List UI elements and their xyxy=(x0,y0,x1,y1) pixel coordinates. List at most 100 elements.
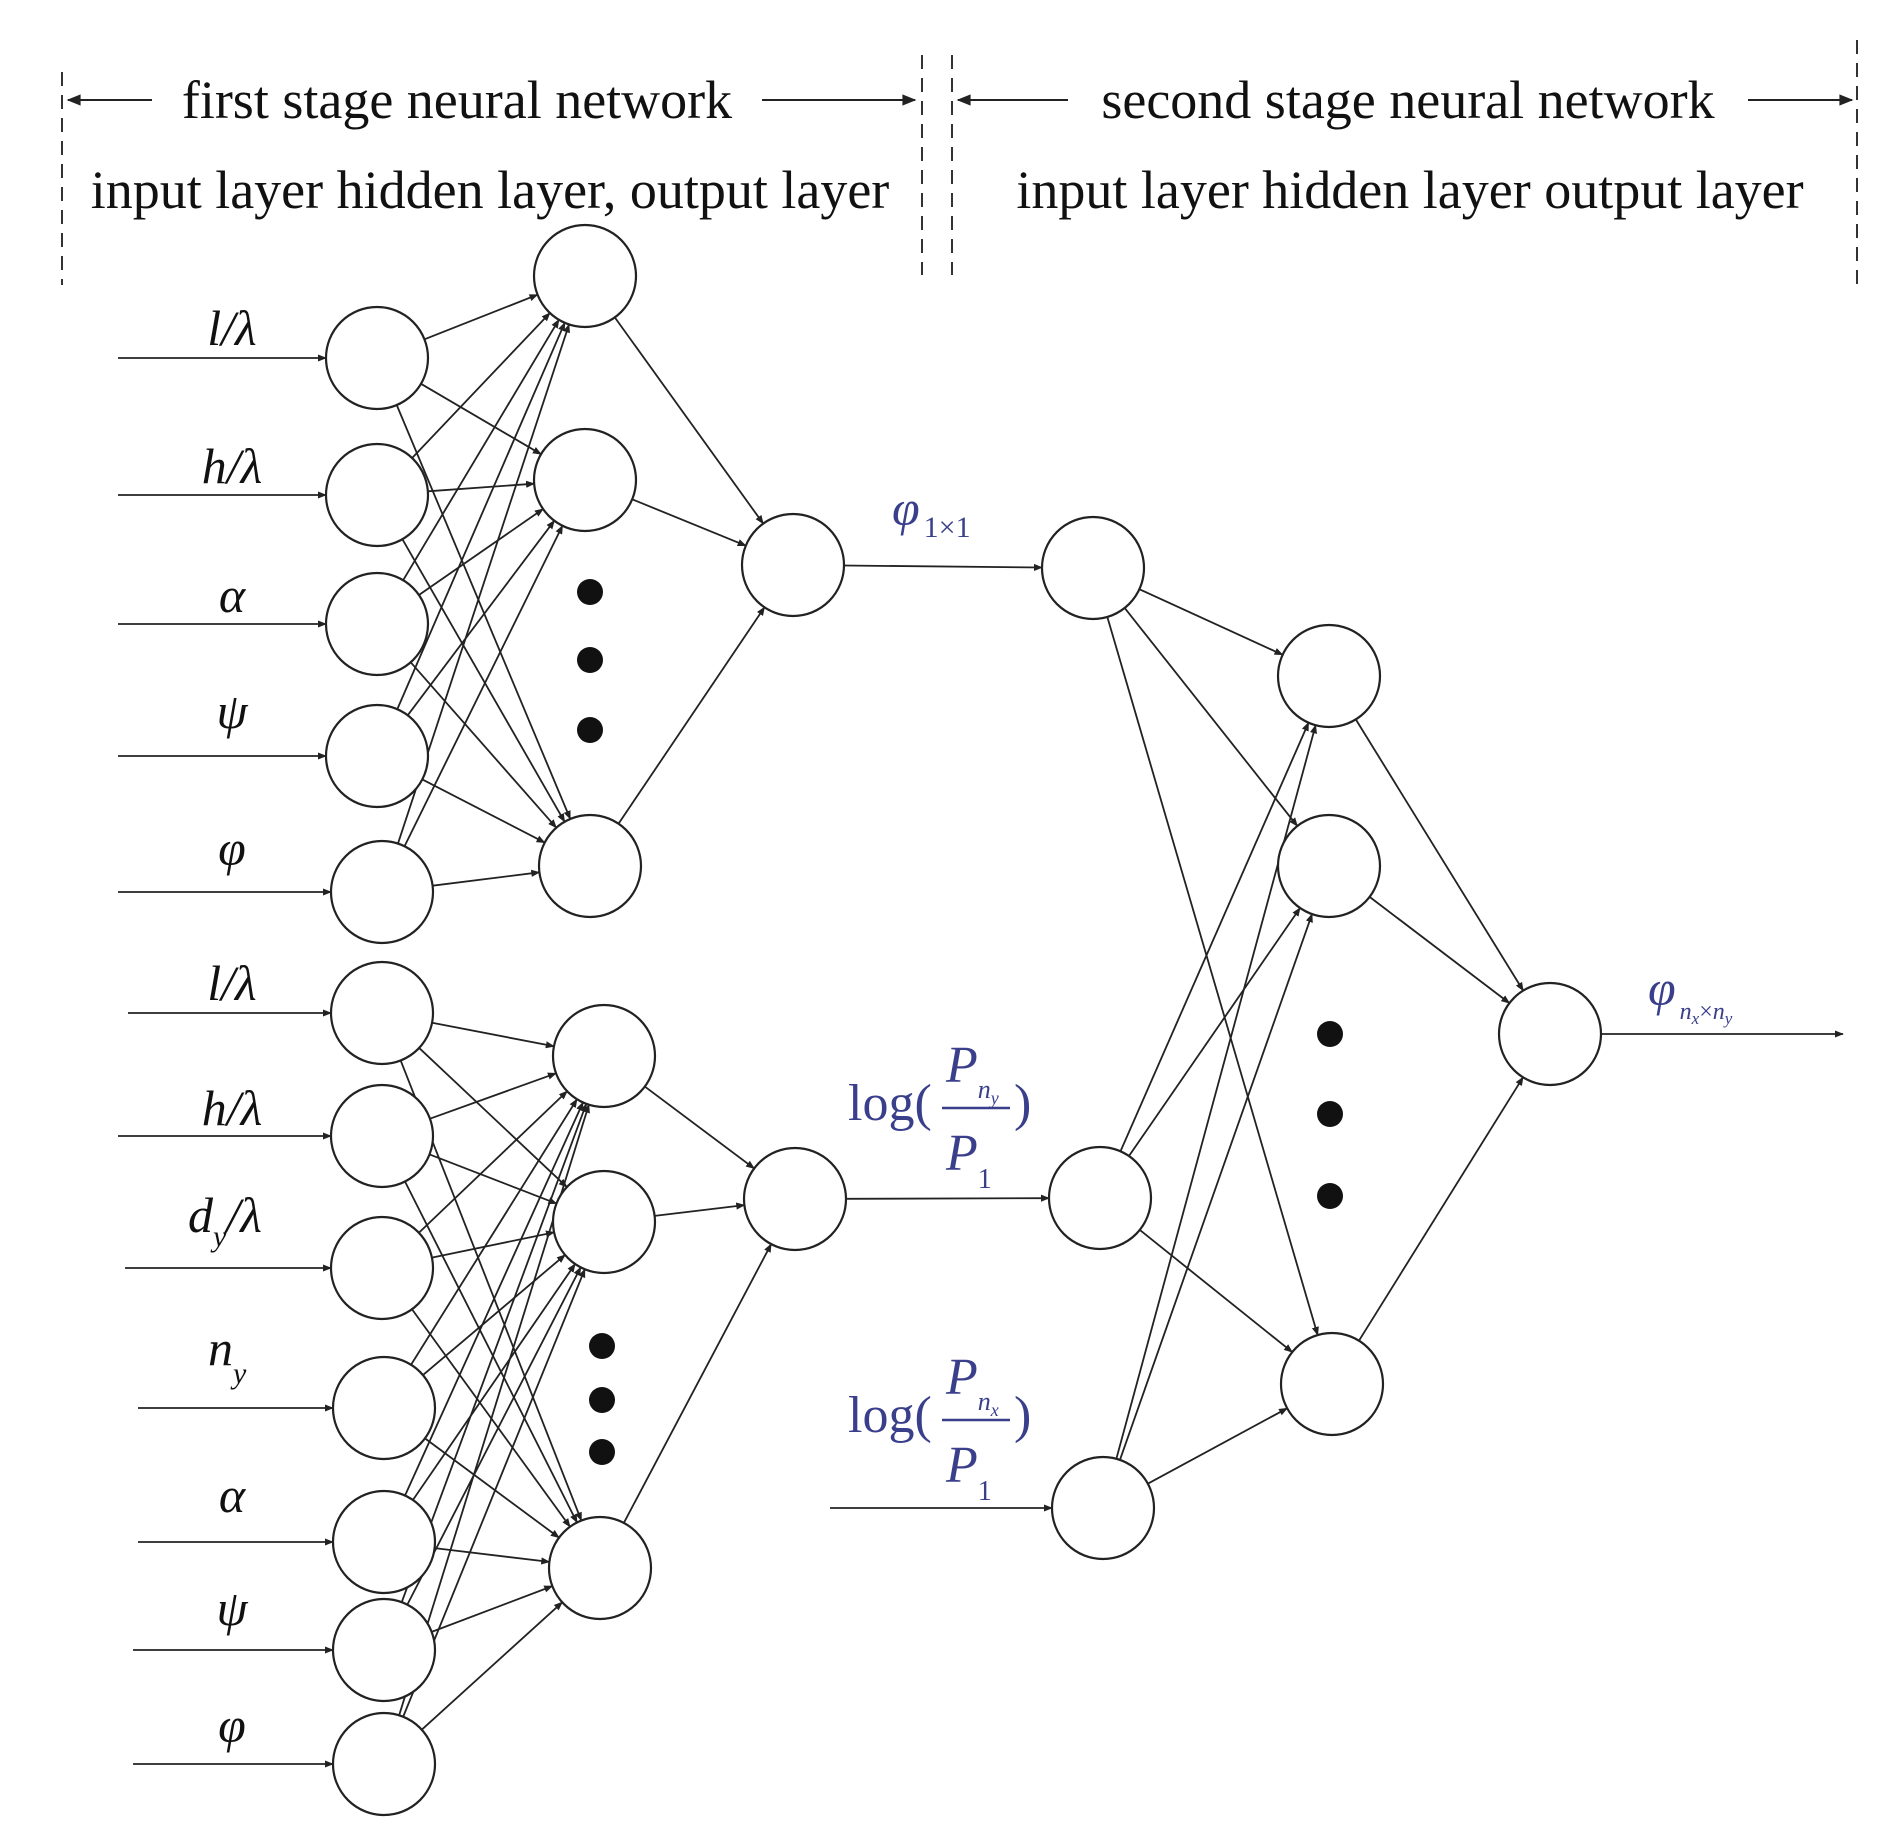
log-pny-num: Pny xyxy=(945,1037,999,1108)
edge-n2-in-hid-5-1 xyxy=(406,1266,582,1606)
node-s2-hidden-2 xyxy=(1279,1331,1385,1437)
node-n2-input-0 xyxy=(329,960,435,1066)
log-pnx-prefix: log( xyxy=(848,1387,932,1444)
edge-s2-hid-out-0 xyxy=(1355,718,1524,992)
log-pnx-num: Pnx xyxy=(945,1349,999,1420)
log-pnx-num-subsub: x xyxy=(990,1400,999,1420)
input-label-l-lambda-2: l/λ xyxy=(207,955,256,1011)
ellipsis-dots xyxy=(577,579,1343,1465)
node-n1-input-2 xyxy=(324,571,430,677)
input-label-h-lambda-2: h/λ xyxy=(202,1080,263,1136)
log-pny-num-main: P xyxy=(945,1037,978,1094)
edge-n1-in-hid-2-1 xyxy=(418,508,544,596)
edge-s2-in-hid-1-0 xyxy=(1119,721,1310,1152)
edge-n2-in-hid-4-2 xyxy=(434,1547,551,1565)
node-n2-output-0 xyxy=(742,1146,848,1252)
input-label-ny: ny xyxy=(208,1320,247,1390)
edge-n1-in-hid-0-0 xyxy=(424,293,539,341)
input-label-dy-lambda: dy/λ xyxy=(188,1187,262,1253)
log-pnx-num-sub: n xyxy=(978,1387,991,1416)
node-n2-input-1 xyxy=(329,1083,435,1189)
edge-phi-link xyxy=(843,563,1043,572)
edge-n2-in-hid-0-1 xyxy=(418,1047,568,1188)
edge-n2-in-hid-4-1 xyxy=(412,1263,576,1501)
edge-n1-in-hid-1-2 xyxy=(401,538,566,823)
final-phi-main: φ xyxy=(1648,960,1676,1016)
final-sub-a: n xyxy=(1680,999,1692,1025)
edge-s2-hid-out-2 xyxy=(1358,1076,1524,1342)
node-n2-hidden-1 xyxy=(551,1169,657,1275)
log-pnx-num-main: P xyxy=(945,1349,978,1406)
log-pny-suffix: ) xyxy=(1014,1075,1031,1132)
edge-n2-in-hid-3-0 xyxy=(410,1098,578,1366)
input-label-phi: φ xyxy=(218,820,246,876)
edge-n2-in-hid-0-0 xyxy=(431,1021,555,1049)
node-n2-input-3 xyxy=(331,1355,437,1461)
final-sub-a2: x xyxy=(1691,1009,1700,1028)
edge-s2-in-hid-2-2 xyxy=(1147,1407,1288,1485)
dy-tail: /λ xyxy=(223,1187,262,1243)
edge-s2-in-hid-2-1 xyxy=(1119,913,1313,1461)
log-pnx-den-main: P xyxy=(945,1437,978,1494)
node-n1-input-4 xyxy=(329,839,435,945)
input-label-alpha: α xyxy=(219,567,247,623)
edge-s2-in-hid-0-2 xyxy=(1106,616,1319,1336)
edge-n1-in-hid-4-2 xyxy=(432,869,541,887)
edge-n2-in-hid-1-2 xyxy=(404,1181,578,1524)
node-s2-input-0 xyxy=(1040,515,1146,621)
ellipsis-dot-1-1 xyxy=(589,1387,615,1413)
log-pny-den-main: P xyxy=(945,1125,978,1182)
final-sub-b2: y xyxy=(1723,1009,1733,1028)
edge-n1-hid-out-2 xyxy=(617,606,766,825)
edge-s2-in-hid-0-0 xyxy=(1139,588,1284,656)
dy-main: d xyxy=(188,1187,214,1243)
first-stage-title: first stage neural network xyxy=(182,70,732,130)
nodes xyxy=(324,223,1603,1817)
ellipsis-dot-2-1 xyxy=(1317,1101,1343,1127)
node-s2-input-2 xyxy=(1050,1455,1156,1561)
ellipsis-dot-1-2 xyxy=(589,1439,615,1465)
ellipsis-dot-0-1 xyxy=(577,647,603,673)
edge-n2-in-hid-2-1 xyxy=(431,1230,555,1259)
node-n1-output-0 xyxy=(740,512,846,618)
node-s2-output-0 xyxy=(1497,981,1603,1087)
phi-1x1-main: φ xyxy=(892,480,920,536)
edge-n1-in-hid-3-0 xyxy=(396,321,566,710)
node-s2-hidden-0 xyxy=(1276,623,1382,729)
node-n1-hidden-2 xyxy=(537,813,643,919)
log-pnx-den: P1 xyxy=(945,1437,992,1507)
node-n2-hidden-2 xyxy=(547,1515,653,1621)
node-n1-input-3 xyxy=(324,703,430,809)
input-label-alpha-2: α xyxy=(219,1467,247,1523)
final-sub-b: n xyxy=(1713,999,1725,1025)
edge-s2-in-hid-0-1 xyxy=(1123,607,1299,827)
phi-1x1-sub: 1×1 xyxy=(924,511,971,544)
node-n2-input-4 xyxy=(331,1489,437,1595)
edge-s2-in-hid-1-2 xyxy=(1139,1229,1293,1353)
ellipsis-dot-0-2 xyxy=(577,717,603,743)
edge-s2-in-hid-1-1 xyxy=(1128,907,1301,1157)
edge-n1-in-hid-4-1 xyxy=(403,524,564,847)
net2-input-labels: l/λ h/λ dy/λ ny α ψ φ xyxy=(188,955,262,1753)
input-label-h-lambda: h/λ xyxy=(202,438,263,494)
node-n1-hidden-1 xyxy=(532,427,638,533)
node-n1-input-0 xyxy=(324,305,430,411)
node-s2-hidden-1 xyxy=(1276,813,1382,919)
edge-n2-in-hid-5-0 xyxy=(400,1102,588,1603)
edge-n2-in-hid-1-1 xyxy=(429,1153,558,1205)
edge-n1-in-hid-3-2 xyxy=(421,778,546,844)
final-times: × xyxy=(1699,999,1713,1025)
log-pnx-p1-label: log( Pnx P1 ) xyxy=(848,1349,1031,1507)
log-pnx-den-sub: 1 xyxy=(978,1476,992,1507)
edge-n2-hid-out-2 xyxy=(623,1243,772,1524)
node-n1-input-1 xyxy=(324,442,430,548)
input-label-l-lambda: l/λ xyxy=(207,300,256,356)
edge-n2-in-hid-5-2 xyxy=(431,1585,554,1633)
edge-n1-in-hid-3-1 xyxy=(406,520,556,716)
edge-n2-in-hid-1-0 xyxy=(429,1072,557,1120)
input-label-psi: ψ xyxy=(216,683,248,739)
input-arrows xyxy=(118,354,1844,1768)
